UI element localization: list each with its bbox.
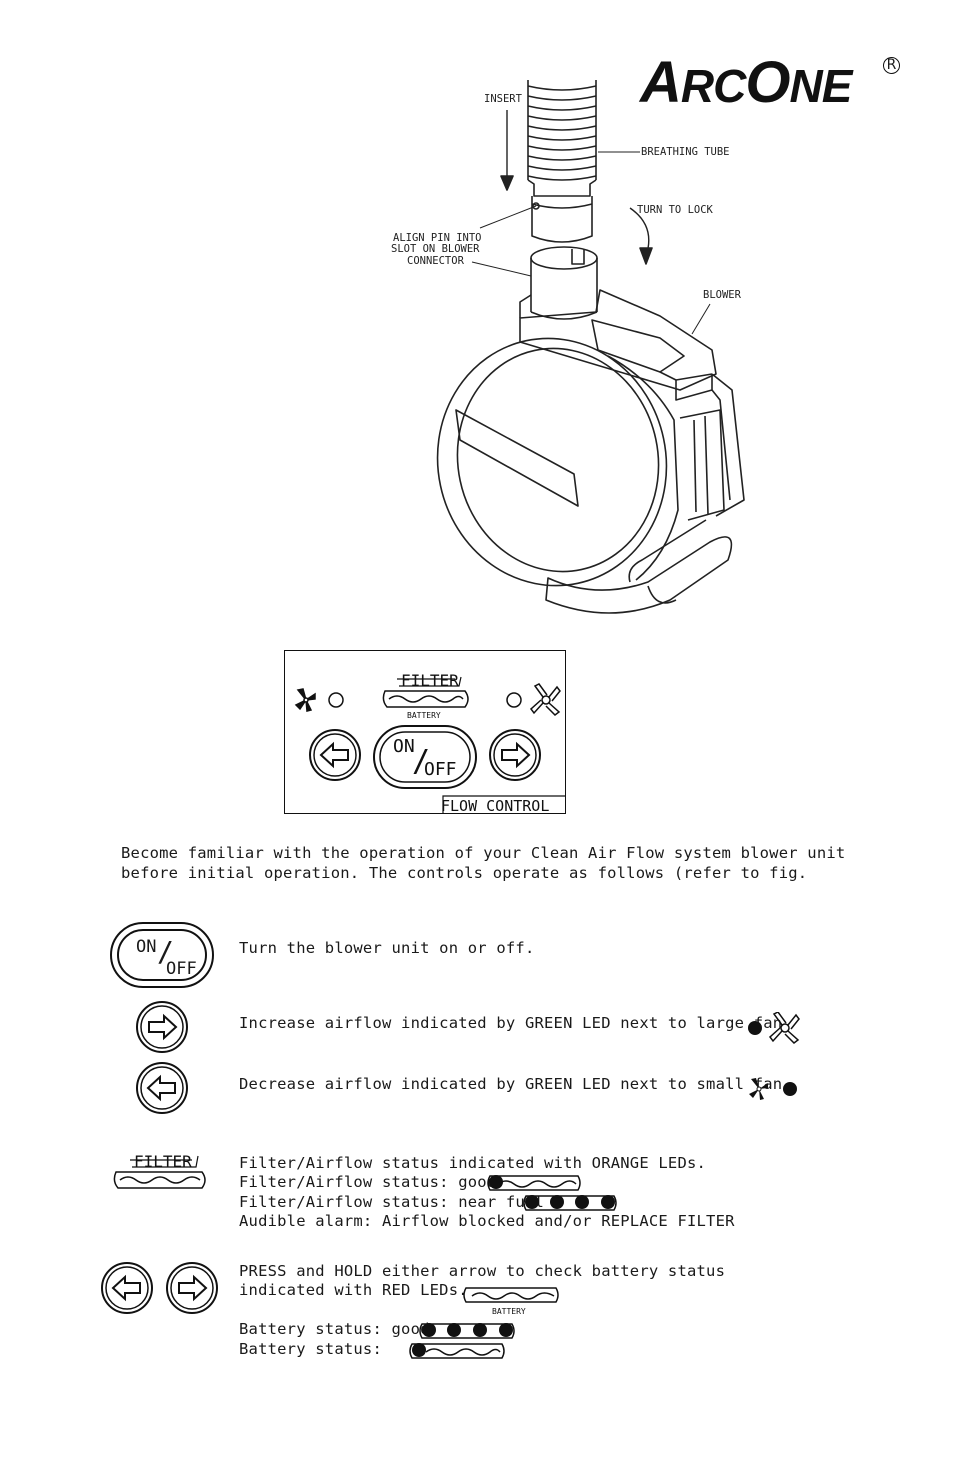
filter-icon: FILTER bbox=[113, 1152, 206, 1189]
filter-near-full-indicator bbox=[523, 1195, 617, 1211]
panel-filter-label: FILTER bbox=[401, 671, 459, 690]
intro-text: Become familiar with the operation of yo… bbox=[121, 844, 846, 882]
increase-arrow-button[interactable] bbox=[135, 1000, 189, 1054]
battery-good-indicator bbox=[419, 1323, 515, 1339]
filter-line-4: Audible alarm: Airflow blocked and/or RE… bbox=[239, 1212, 735, 1230]
arcone-logo: ARCONE R bbox=[640, 54, 900, 112]
led-large-fan-icon bbox=[506, 692, 522, 708]
onoff-slash: / bbox=[157, 935, 174, 968]
small-fan-icon bbox=[749, 1078, 768, 1100]
blower-body-icon bbox=[436, 289, 745, 614]
logo-letter-o: O bbox=[745, 50, 790, 115]
battery-right-arrow-button[interactable] bbox=[165, 1261, 219, 1315]
decrease-led-fan-icon bbox=[749, 1078, 797, 1100]
battery-line-2: indicated with RED LEDs. bbox=[239, 1281, 468, 1299]
battery-line-1: PRESS and HOLD either arrow to check bat… bbox=[239, 1262, 726, 1280]
callout-breathing-tube: BREATHING TUBE bbox=[641, 146, 730, 158]
decrease-description: Decrease airflow indicated by GREEN LED … bbox=[239, 1075, 783, 1093]
led-small-fan-icon bbox=[328, 692, 344, 708]
logo-letter-a: A bbox=[640, 50, 682, 115]
filter-line-2: Filter/Airflow status: good bbox=[239, 1173, 497, 1191]
panel-off-label: OFF bbox=[424, 759, 457, 780]
onoff-off-label: OFF bbox=[166, 959, 197, 979]
callout-align-pin-2: SLOT ON BLOWER bbox=[391, 243, 480, 255]
filter-icon-label: FILTER bbox=[134, 1152, 192, 1171]
left-arrow-icon bbox=[111, 1274, 141, 1302]
led-indicator-icon bbox=[412, 1343, 426, 1357]
large-fan-icon bbox=[768, 1012, 800, 1044]
battery-low-text: Battery status: bbox=[239, 1340, 382, 1358]
left-arrow-icon bbox=[146, 1074, 176, 1102]
logo-letters-ne: NE bbox=[789, 60, 852, 112]
onoff-on-label: ON bbox=[136, 937, 157, 957]
breathing-tube-icon bbox=[527, 80, 597, 243]
control-panel-drawing: FILTER BATTERY ON / OFF FLOW CONTROL bbox=[294, 671, 565, 813]
panel-flow-control-label: FLOW CONTROL bbox=[441, 797, 549, 813]
led-indicator-icon bbox=[489, 1175, 503, 1189]
battery-good-text: Battery status: good bbox=[239, 1320, 430, 1338]
led-indicator-icon bbox=[748, 1021, 762, 1035]
battery-left-arrow-button[interactable] bbox=[100, 1261, 154, 1315]
callout-turn-to-lock: TURN TO LOCK bbox=[637, 204, 713, 216]
right-arrow-icon bbox=[148, 1013, 178, 1041]
filter-good-indicator bbox=[487, 1175, 581, 1191]
panel-slash: / bbox=[412, 744, 430, 779]
filter-line-3: Filter/Airflow status: near full bbox=[239, 1193, 545, 1211]
battery-low-indicator bbox=[409, 1343, 505, 1359]
panel-battery-label: BATTERY bbox=[407, 711, 441, 720]
onoff-button[interactable]: ON / OFF bbox=[110, 922, 214, 988]
right-arrow-icon bbox=[489, 729, 541, 781]
decrease-arrow-button[interactable] bbox=[135, 1061, 189, 1115]
right-arrow-icon bbox=[178, 1274, 208, 1302]
increase-led-fan-icon bbox=[748, 1012, 800, 1044]
registered-mark: R bbox=[883, 57, 900, 74]
battery-icon: BATTERY bbox=[463, 1287, 559, 1316]
callout-blower: BLOWER bbox=[703, 289, 741, 301]
callout-align-pin-3: CONNECTOR bbox=[407, 255, 464, 267]
onoff-description: Turn the blower unit on or off. bbox=[239, 939, 535, 957]
left-arrow-icon bbox=[309, 729, 361, 781]
filter-bar-icon bbox=[382, 690, 469, 708]
callout-align-pin-1: ALIGN PIN INTO bbox=[393, 232, 482, 244]
blower-connector-icon bbox=[530, 246, 598, 320]
control-panel-figure: FILTER BATTERY ON / OFF FLOW CONTROL bbox=[284, 650, 566, 814]
panel-on-label: ON bbox=[393, 736, 415, 757]
filter-line-1: Filter/Airflow status indicated with ORA… bbox=[239, 1154, 707, 1172]
onoff-button-outline bbox=[373, 725, 477, 789]
blower-diagram bbox=[436, 80, 745, 614]
led-indicator-icon bbox=[783, 1082, 797, 1096]
logo-letters-rc: RC bbox=[680, 60, 746, 112]
callout-insert: INSERT bbox=[484, 93, 522, 105]
increase-description: Increase airflow indicated by GREEN LED … bbox=[239, 1014, 783, 1032]
battery-icon-label: BATTERY bbox=[492, 1307, 526, 1316]
large-fan-icon bbox=[529, 683, 561, 716]
small-fan-icon bbox=[294, 688, 316, 712]
